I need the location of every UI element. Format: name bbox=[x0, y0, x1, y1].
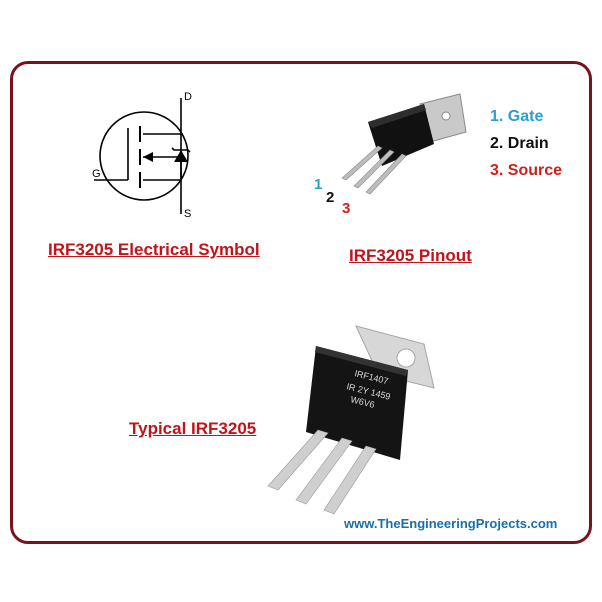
irf3205-photo: IRF1407 IR 2Y 1459 W6V6 bbox=[267, 325, 435, 515]
diode-icon bbox=[174, 150, 188, 162]
website-link[interactable]: www.TheEngineeringProjects.com bbox=[344, 516, 558, 531]
pinout-caption: IRF3205 Pinout bbox=[349, 246, 472, 265]
mosfet-symbol bbox=[94, 98, 191, 214]
pin-legend-drain: 2. Drain bbox=[490, 135, 549, 152]
symbol-caption: IRF3205 Electrical Symbol bbox=[48, 240, 260, 259]
drain-label: D bbox=[184, 91, 192, 103]
to220-pinout-image bbox=[341, 93, 467, 195]
metal-tab bbox=[355, 325, 435, 389]
lead-1 bbox=[267, 429, 329, 491]
arrow-icon bbox=[143, 152, 153, 162]
symbol-circle bbox=[99, 111, 189, 201]
source-label: S bbox=[184, 208, 192, 220]
gate-label: G bbox=[92, 168, 101, 180]
pin-number-2: 2 bbox=[326, 189, 335, 206]
photo-caption: Typical IRF3205 bbox=[129, 419, 257, 438]
pin-legend-source: 3. Source bbox=[490, 162, 563, 179]
lead-3 bbox=[323, 445, 377, 515]
lead-3 bbox=[365, 153, 407, 195]
lead-1 bbox=[341, 145, 383, 181]
pin-legend-gate: 1. Gate bbox=[490, 108, 544, 125]
pin-number-3: 3 bbox=[342, 200, 351, 217]
lead-2 bbox=[353, 149, 395, 189]
package-body bbox=[306, 346, 408, 460]
lead-2 bbox=[295, 437, 353, 505]
pin-number-1: 1 bbox=[314, 176, 323, 193]
